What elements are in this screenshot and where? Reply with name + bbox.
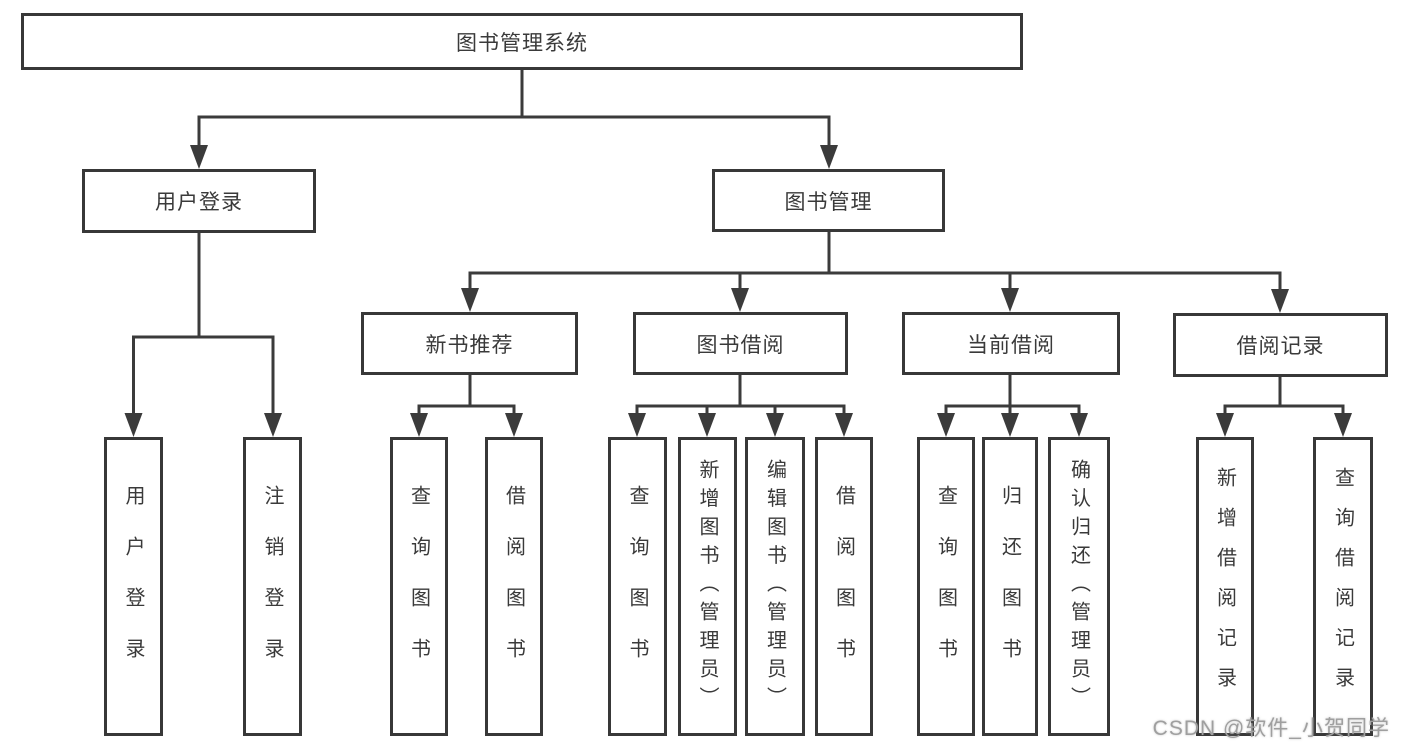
node-user-login: 用户登录 xyxy=(82,169,316,233)
leaf-borrow-query-label: 查询图书 xyxy=(626,484,648,689)
leaf-current-query: 查询图书 xyxy=(917,437,975,736)
node-current-borrow-label: 当前借阅 xyxy=(967,333,1055,357)
leaf-user-login-label: 用户登录 xyxy=(122,484,144,689)
leaf-newbook-query: 查询图书 xyxy=(390,437,448,736)
leaf-newbook-borrow: 借阅图书 xyxy=(485,437,543,736)
leaf-current-return: 归还图书 xyxy=(982,437,1038,736)
leaf-borrow-query: 查询图书 xyxy=(608,437,667,736)
leaf-records-add-label: 新增借阅记录 xyxy=(1213,466,1236,707)
leaf-borrow-add: 新增图书（管理员） xyxy=(678,437,737,736)
leaf-current-confirm-label: 确认归还（管理员） xyxy=(1067,458,1090,715)
node-new-book-recommend: 新书推荐 xyxy=(361,312,578,375)
leaf-borrow-add-label: 新增图书（管理员） xyxy=(696,458,718,715)
leaf-newbook-borrow-label: 借阅图书 xyxy=(502,484,525,689)
node-borrow-records-label: 借阅记录 xyxy=(1236,335,1325,358)
leaf-logout: 注销登录 xyxy=(243,437,302,736)
leaf-current-query-label: 查询图书 xyxy=(934,484,957,689)
leaf-current-confirm: 确认归还（管理员） xyxy=(1048,437,1110,736)
node-book-borrow-label: 图书借阅 xyxy=(696,333,785,357)
node-new-book-recommend-label: 新书推荐 xyxy=(425,333,514,357)
node-user-login-label: 用户登录 xyxy=(155,191,243,214)
leaf-user-login: 用户登录 xyxy=(104,437,163,736)
node-book-management-label: 图书管理 xyxy=(784,190,873,214)
leaf-records-query: 查询借阅记录 xyxy=(1313,437,1373,736)
leaf-borrow-borrow-label: 借阅图书 xyxy=(832,484,855,689)
leaf-borrow-borrow: 借阅图书 xyxy=(815,437,873,736)
leaf-records-add: 新增借阅记录 xyxy=(1196,437,1254,736)
node-root: 图书管理系统 xyxy=(21,13,1023,70)
node-book-management: 图书管理 xyxy=(712,169,945,232)
leaf-records-query-label: 查询借阅记录 xyxy=(1331,466,1354,707)
watermark: CSDN @软件_小贺同学 xyxy=(1152,717,1390,740)
node-root-label: 图书管理系统 xyxy=(456,31,588,55)
leaf-borrow-edit: 编辑图书（管理员） xyxy=(745,437,805,736)
node-book-borrow: 图书借阅 xyxy=(633,312,848,375)
leaf-newbook-query-label: 查询图书 xyxy=(407,484,430,689)
node-borrow-records: 借阅记录 xyxy=(1173,313,1388,377)
node-current-borrow: 当前借阅 xyxy=(902,312,1120,375)
leaf-current-return-label: 归还图书 xyxy=(998,484,1021,689)
leaf-logout-label: 注销登录 xyxy=(261,484,283,689)
leaf-borrow-edit-label: 编辑图书（管理员） xyxy=(763,458,786,715)
